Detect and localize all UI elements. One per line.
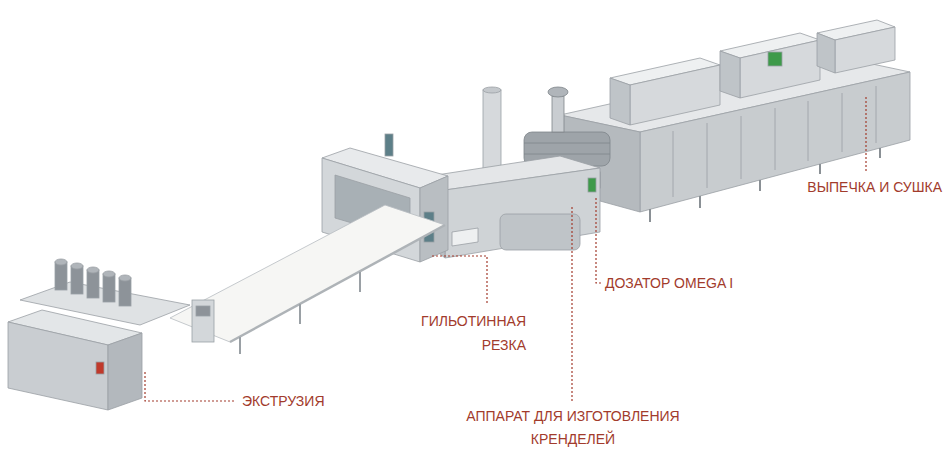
oven-part — [876, 86, 877, 143]
leader-lines — [145, 97, 866, 401]
pretzel-machine-part — [500, 214, 580, 250]
extruder-part-part — [119, 278, 131, 306]
oven-part — [707, 123, 708, 188]
callout-label: ГИЛЬОТИННАЯ РЕЗКА — [390, 309, 528, 357]
conveyor-part-part — [299, 304, 301, 324]
conveyor-part-part — [239, 337, 241, 354]
oven-part-part — [759, 180, 761, 191]
leader-lines-part — [145, 372, 236, 401]
oven-part-part — [649, 209, 651, 222]
extruder-part-part — [71, 266, 83, 294]
callout-label: АППАРАТ ДЛЯ ИЗГОТОВЛЕНИЯ КРЕНДЕЛЕЙ — [445, 405, 701, 451]
extruder-part — [192, 300, 214, 342]
extruder-part-part — [55, 259, 67, 265]
leader-lines-part — [865, 97, 866, 172]
extruder-part-part — [103, 274, 115, 302]
guillotine-part — [385, 134, 393, 156]
extruder-part-part — [87, 267, 99, 273]
callout-label: ДОЗАТОР OMEGA I — [603, 275, 735, 291]
oven-part-part — [819, 164, 821, 174]
oven-part-part — [699, 196, 701, 208]
callout-label: ВЫПЕЧКА И СУШКА — [805, 179, 944, 195]
oven-part-part — [879, 148, 881, 158]
callout-label: ЭКСТРУЗИЯ — [240, 393, 327, 409]
pretzel-machine-part — [588, 178, 596, 192]
extruder-part-part — [87, 270, 99, 298]
extruder-part — [96, 362, 104, 374]
extruder-part — [196, 306, 210, 316]
oven-modules-part — [610, 78, 630, 125]
extruder-part-part — [103, 271, 115, 277]
extruder-part — [108, 333, 142, 410]
oven-part — [842, 93, 843, 152]
omega-doser-part — [548, 87, 568, 97]
leader-lines-part — [571, 207, 572, 401]
omega-doser-part — [524, 143, 610, 144]
oven-modules-part — [817, 33, 835, 73]
omega-doser-part — [552, 96, 564, 132]
pretzel-machine-part — [445, 168, 600, 258]
extruder-part — [55, 259, 131, 306]
oven-modules-part — [740, 40, 820, 98]
oven-modules-part — [720, 51, 740, 98]
leader-lines-part — [596, 198, 601, 283]
oven-modules — [610, 20, 895, 125]
oven-part — [808, 101, 809, 161]
oven-part — [741, 116, 742, 179]
pretzel-machine-part — [452, 228, 478, 246]
extruder-part-part — [71, 263, 83, 269]
oven-part — [775, 108, 776, 170]
extruder-part — [8, 322, 108, 410]
oven-modules-part — [835, 27, 895, 73]
leader-lines-part — [432, 256, 487, 305]
conveyor-part — [240, 272, 360, 354]
extruder-part-part — [119, 275, 131, 281]
pretzel-machine — [430, 87, 600, 258]
oven-modules-part — [768, 52, 782, 66]
extruder-part-part — [55, 262, 67, 290]
oven-part — [673, 131, 674, 197]
extruder — [8, 259, 214, 410]
pretzel-machine-part — [483, 87, 501, 93]
oven-modules-part — [630, 65, 720, 125]
omega-doser-part — [524, 154, 610, 155]
conveyor-part-part — [359, 272, 361, 292]
